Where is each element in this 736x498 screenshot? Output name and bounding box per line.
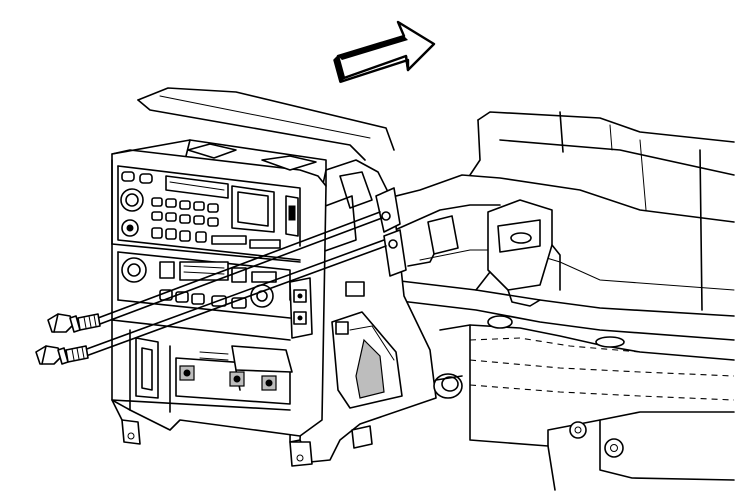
bracket-tab xyxy=(351,425,373,449)
top-tab xyxy=(261,155,317,171)
bolt-icon xyxy=(47,313,101,333)
bracket-slot xyxy=(335,321,349,335)
bracket-hole xyxy=(381,211,391,221)
radio-assembly xyxy=(111,139,327,445)
bracket-ear xyxy=(375,187,401,233)
preset-button xyxy=(139,173,153,184)
bracket-tab xyxy=(289,441,313,467)
radio-screen xyxy=(231,185,275,233)
control-switch xyxy=(159,261,175,279)
dash-mount-bracket xyxy=(487,199,553,291)
radio-display xyxy=(165,175,229,199)
bulkhead-fastener xyxy=(604,438,624,458)
bolt-guides xyxy=(83,211,387,357)
radio-tab xyxy=(121,419,141,445)
bracket-slot xyxy=(510,232,532,244)
radio-mounting-bracket xyxy=(289,159,463,467)
dash-clip xyxy=(427,215,459,255)
direction-arrow-icon xyxy=(333,20,436,84)
bracket-slot xyxy=(345,281,365,297)
bolt-icon xyxy=(35,345,89,365)
radio-button-cluster xyxy=(151,197,219,243)
bulkhead-fastener xyxy=(569,421,587,439)
top-tab xyxy=(187,143,237,159)
bracket-hole xyxy=(388,239,398,249)
dashboard-structure xyxy=(137,87,735,491)
radio-module-top xyxy=(231,345,293,373)
preset-button xyxy=(121,171,135,182)
